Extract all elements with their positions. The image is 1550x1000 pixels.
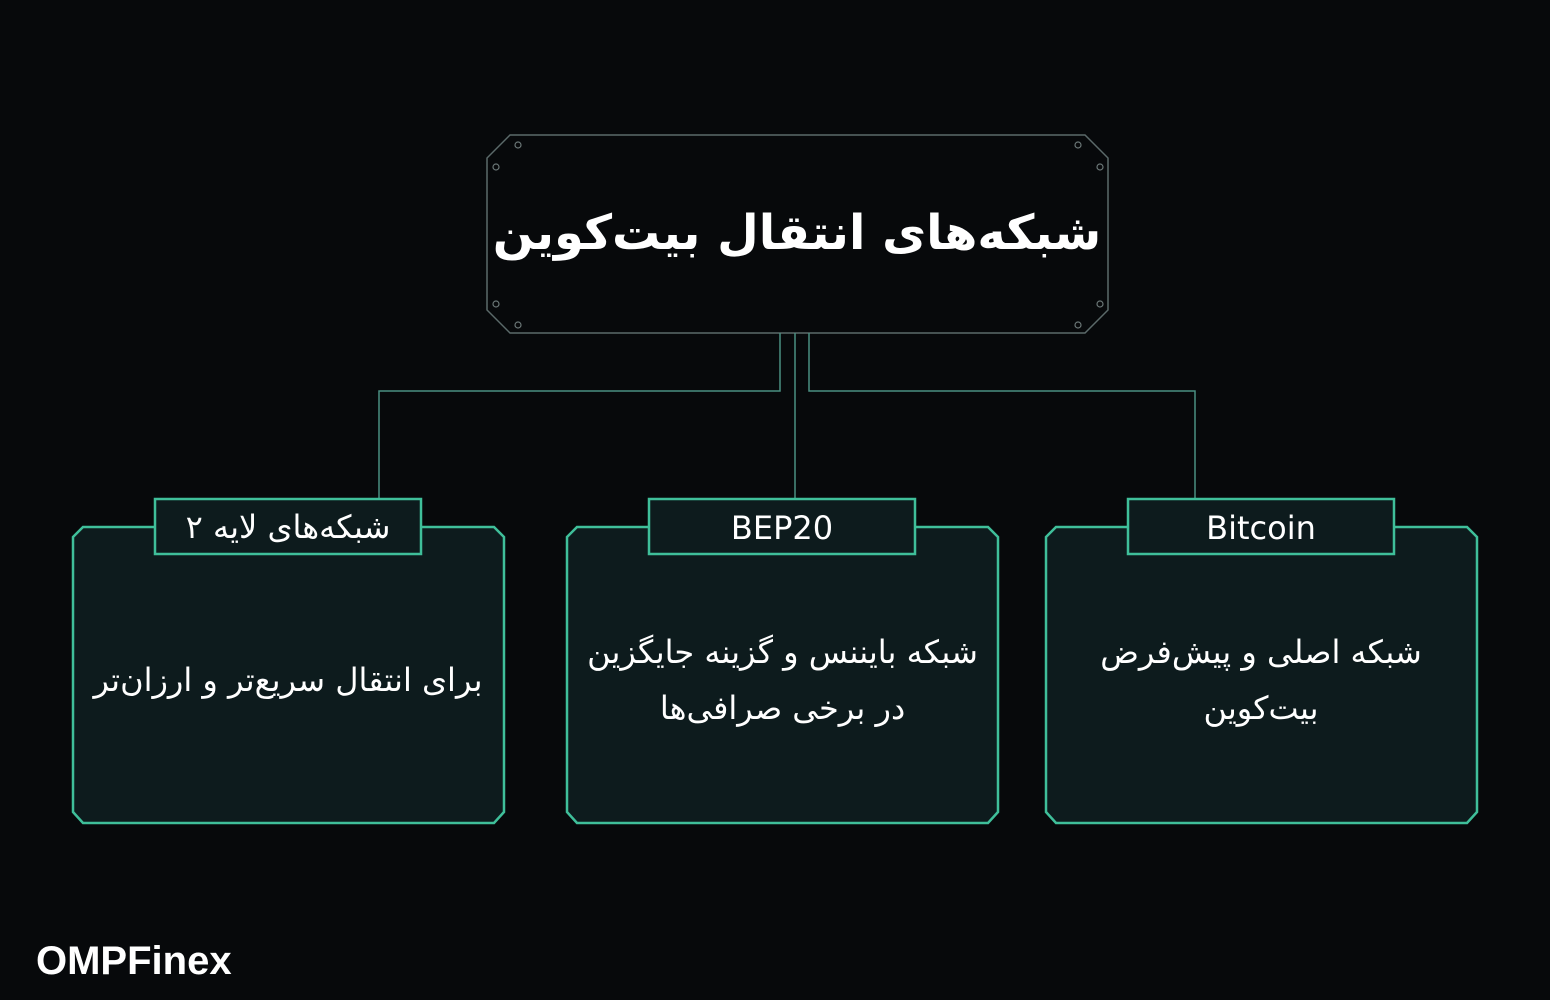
card-label-bep20: BEP20 [730,509,834,547]
title-frame [486,134,1109,334]
card-box-bep20 [565,497,1000,825]
card-box-bitcoin [1044,497,1479,825]
card-body-bitcoin: شبکه اصلی و پیش‌فرض بیت‌کوین [1100,633,1422,727]
brand-logo: OMPFinex [36,936,232,986]
card-label-bitcoin: Bitcoin [1206,509,1316,547]
diagram-title: شبکه‌های انتقال بیت‌کوین [492,205,1102,261]
connector-left [378,333,781,499]
card-label-layer2: شبکه‌های لایه ۲ [185,508,391,546]
connector-lines [378,333,1196,499]
connector-right [808,333,1196,499]
brand-name: OMPFinex [36,939,232,983]
card-body-bep20: شبکه بایننس و گزینه جایگزین در برخی صراف… [587,633,978,727]
card-body-layer2: برای انتقال سریع‌تر و ارزان‌تر [93,661,483,699]
card-box-layer2 [71,497,506,825]
